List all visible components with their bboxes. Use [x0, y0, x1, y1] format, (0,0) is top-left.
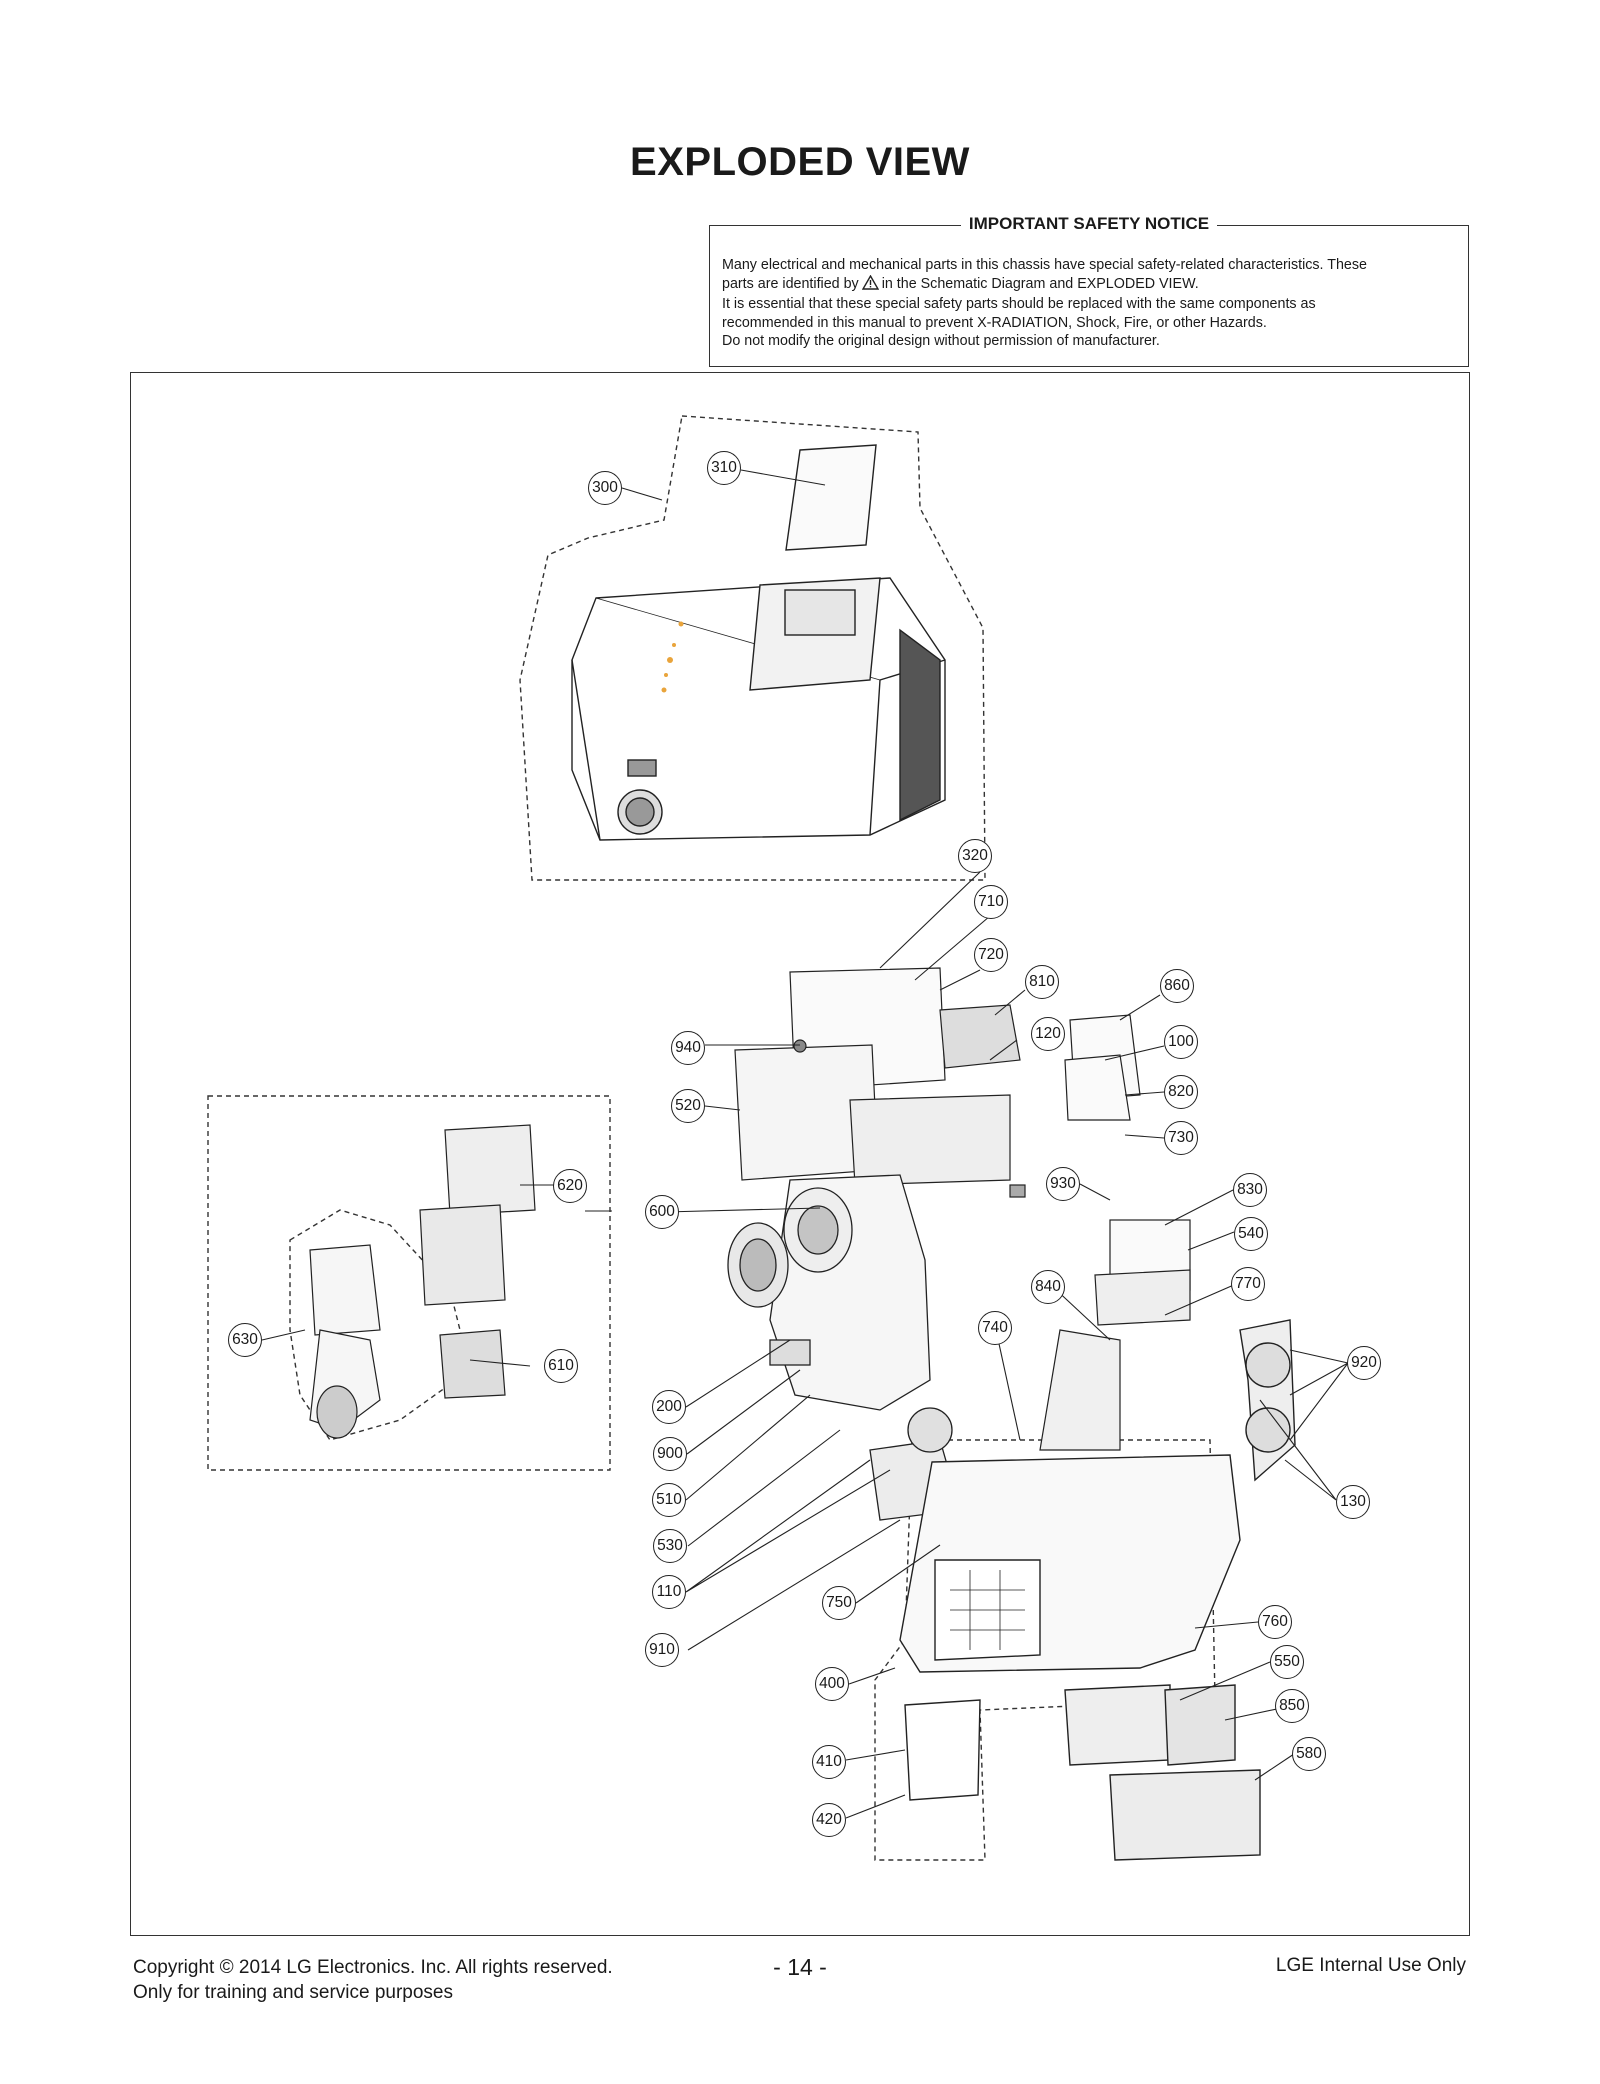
callout-750: 750	[822, 1586, 856, 1620]
callout-940: 940	[671, 1031, 705, 1065]
callout-820: 820	[1164, 1075, 1198, 1109]
safety-notice-title: IMPORTANT SAFETY NOTICE	[960, 214, 1218, 233]
page-number: - 14 -	[773, 1954, 827, 1980]
callout-300: 300	[588, 471, 622, 505]
callout-120: 120	[1031, 1017, 1065, 1051]
callout-760: 760	[1258, 1605, 1292, 1639]
callout-620: 620	[553, 1169, 587, 1203]
callout-410: 410	[812, 1745, 846, 1779]
callout-420: 420	[812, 1803, 846, 1837]
callout-840: 840	[1031, 1270, 1065, 1304]
callout-770: 770	[1231, 1267, 1265, 1301]
callout-830: 830	[1233, 1173, 1267, 1207]
callout-400: 400	[815, 1667, 849, 1701]
callout-710: 710	[974, 885, 1008, 919]
callout-580: 580	[1292, 1737, 1326, 1771]
notice-line-2a: parts are identified by	[722, 275, 859, 292]
callout-520: 520	[671, 1089, 705, 1123]
top-cover-drawing	[571, 444, 946, 841]
notice-line-2b: in the Schematic Diagram and EXPLODED VI…	[881, 275, 1199, 292]
callout-110: 110	[652, 1575, 686, 1609]
safety-notice-text: Many electrical and mechanical parts in …	[722, 256, 1456, 351]
callout-900: 900	[653, 1437, 687, 1471]
callout-930: 930	[1046, 1167, 1080, 1201]
callout-510: 510	[652, 1483, 686, 1517]
callout-810: 810	[1025, 965, 1059, 999]
footer-copyright-block: Copyright © 2014 LG Electronics. Inc. Al…	[133, 1955, 613, 2005]
callout-100: 100	[1164, 1025, 1198, 1059]
callout-320: 320	[958, 839, 992, 873]
page-title: EXPLODED VIEW	[630, 140, 970, 184]
notice-line-5: Do not modify the original design withou…	[722, 333, 1160, 349]
callout-540: 540	[1234, 1217, 1268, 1251]
footer-internal: LGE Internal Use Only	[1275, 1955, 1466, 1976]
main-board-drawing	[734, 967, 1191, 1451]
light-engine-drawing	[727, 1174, 961, 1521]
callout-530: 530	[653, 1529, 687, 1563]
callout-720: 720	[974, 938, 1008, 972]
callout-200: 200	[652, 1390, 686, 1424]
callout-550: 550	[1270, 1645, 1304, 1679]
notice-line-4: recommended in this manual to prevent X-…	[722, 314, 1267, 331]
bottom-cabinet-drawing	[899, 1319, 1296, 1861]
callout-860: 860	[1160, 969, 1194, 1003]
callout-610: 610	[544, 1349, 578, 1383]
callout-600: 600	[645, 1195, 679, 1229]
optical-engine-drawing	[309, 1124, 536, 1439]
callout-910: 910	[645, 1633, 679, 1667]
callout-850: 850	[1275, 1689, 1309, 1723]
callout-130: 130	[1336, 1485, 1370, 1519]
safety-notice-box: IMPORTANT SAFETY NOTICE Many electrical …	[709, 214, 1469, 367]
leader-lines	[261, 469, 1349, 1819]
callout-310: 310	[707, 451, 741, 485]
callout-630: 630	[228, 1323, 262, 1357]
diagram-frame	[130, 372, 1470, 1936]
notice-line-3: It is essential that these special safet…	[722, 296, 1316, 312]
notice-line-1: Many electrical and mechanical parts in …	[722, 257, 1367, 273]
callout-740: 740	[978, 1311, 1012, 1345]
callout-730: 730	[1164, 1121, 1198, 1155]
warning-triangle-icon	[861, 274, 879, 296]
callout-920: 920	[1347, 1346, 1381, 1380]
footer-purpose: Only for training and service purposes	[133, 1982, 453, 2003]
footer-copyright: Copyright © 2014 LG Electronics. Inc. Al…	[133, 1957, 613, 1978]
